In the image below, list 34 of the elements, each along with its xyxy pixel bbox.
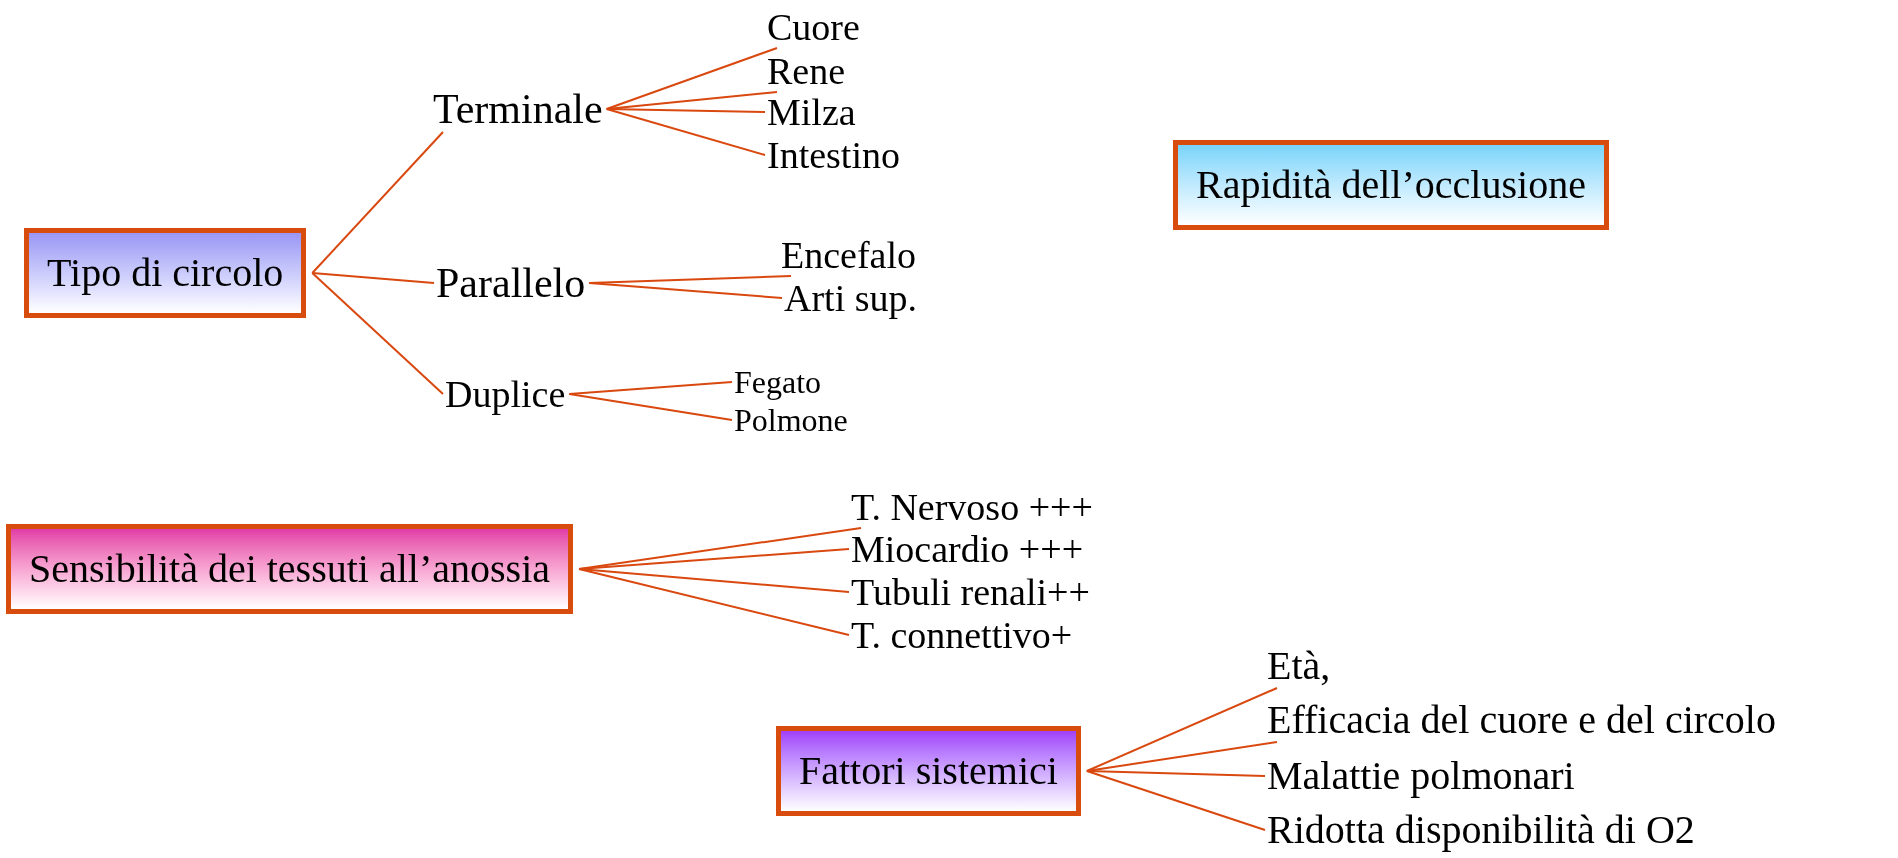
topic-box: Fattori sistemici [776, 726, 1081, 816]
branch-label: Malattie polmonari [1267, 756, 1575, 796]
branch-label: Duplice [445, 375, 566, 413]
branch-label: Cuore [767, 8, 860, 46]
connector-line [568, 393, 733, 421]
branch-label: Tubuli renali++ [851, 573, 1090, 611]
connector-line [311, 272, 435, 284]
branch-label: Parallelo [436, 262, 586, 304]
connector-line [311, 131, 444, 274]
branch-label: Rene [767, 52, 846, 90]
branch-label: Polmone [734, 404, 848, 436]
topic-box: Tipo di circolo [24, 228, 307, 318]
branch-label: Ridotta disponibilità di O2 [1267, 810, 1695, 850]
branch-label: Encefalo [781, 236, 917, 274]
connector-line [605, 108, 766, 156]
branch-label: Miocardio +++ [851, 530, 1084, 568]
connector-line [311, 272, 444, 395]
branch-label: Fegato [734, 366, 822, 398]
connector-line [578, 568, 850, 593]
branch-label: Milza [767, 93, 856, 131]
branch-label: Terminale [433, 88, 603, 130]
branch-label: T. Nervoso +++ [851, 488, 1093, 526]
connector-line [605, 47, 778, 110]
topic-box: Rapidità dell’occlusione [1173, 140, 1609, 230]
branch-label: Arti sup. [784, 279, 917, 317]
branch-label: Efficacia del cuore e del circolo [1267, 700, 1776, 740]
connector-line [1085, 770, 1266, 831]
branch-label: Intestino [767, 136, 900, 174]
branch-label: T. connettivo+ [851, 616, 1073, 654]
branch-label: Età, [1267, 646, 1331, 686]
connector-line [1085, 687, 1278, 772]
connector-line [578, 568, 850, 636]
topic-box: Sensibilità dei tessuti all’anossia [6, 524, 574, 614]
connector-line [588, 282, 783, 299]
